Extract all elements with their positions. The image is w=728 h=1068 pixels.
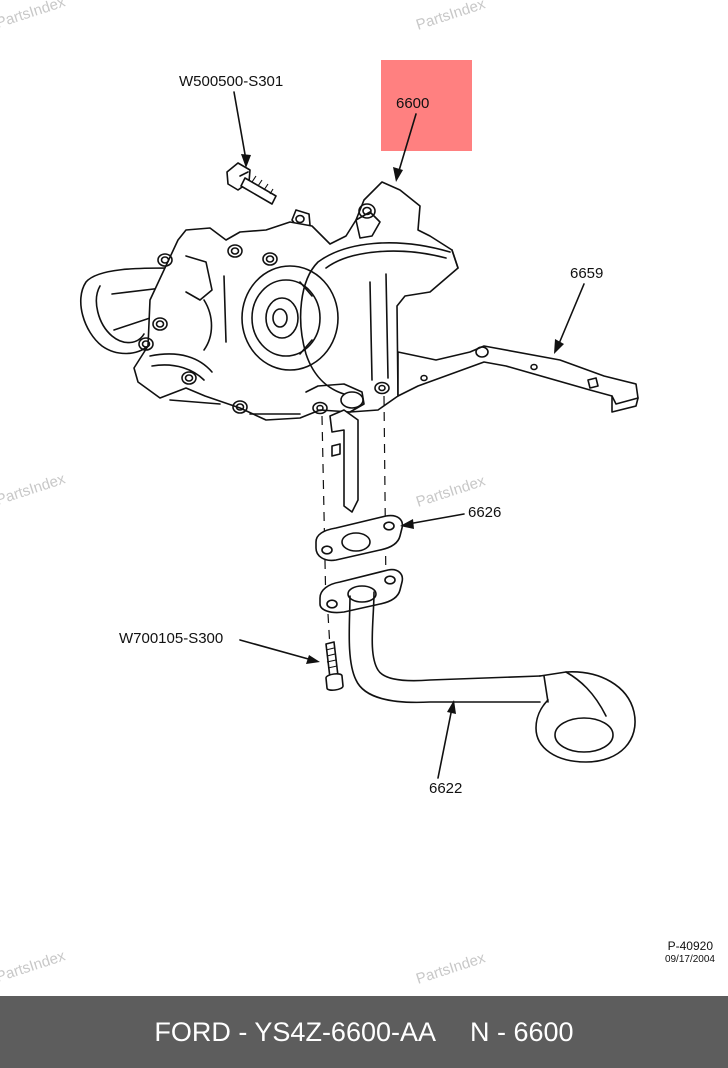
bracket-drawing — [329, 345, 639, 513]
parts-diagram: PartsIndex PartsIndex PartsIndex PartsIn… — [0, 0, 715, 988]
callout-pickup-tube: 6622 — [429, 780, 462, 797]
leader-lines — [233, 91, 585, 779]
bolt-upper-drawing — [226, 162, 311, 229]
callout-gasket: 6626 — [468, 504, 501, 521]
callout-bracket: 6659 — [570, 265, 603, 282]
highlight-box — [381, 60, 472, 151]
watermark: PartsIndex — [0, 470, 68, 508]
alignment-line-left — [321, 415, 327, 611]
bolt-lower-drawing — [325, 641, 344, 691]
drawing-date: 09/17/2004 — [665, 954, 715, 965]
watermark: PartsIndex — [414, 949, 488, 987]
watermark: PartsIndex — [0, 947, 68, 985]
watermark: PartsIndex — [0, 0, 68, 32]
watermark: PartsIndex — [414, 0, 488, 34]
alignment-line-bolt — [327, 613, 331, 649]
footer-part-label: FORD - YS4Z-6600-AA — [154, 1016, 437, 1047]
callout-bolt-upper: W500500-S301 — [179, 73, 283, 90]
alignment-line-right — [383, 395, 387, 593]
pickup-tube-drawing — [319, 568, 636, 763]
drawing-number: P-40920 — [668, 939, 714, 953]
callout-bolt-lower: W700105-S300 — [119, 630, 223, 647]
oil-pump-drawing — [80, 181, 459, 421]
callout-oil-pump: 6600 — [396, 95, 429, 112]
gasket-drawing — [315, 514, 404, 562]
footer-number-label: N - 6600 — [470, 1016, 574, 1047]
footer-bar: FORD - YS4Z-6600-AA N - 6600 — [0, 996, 728, 1068]
